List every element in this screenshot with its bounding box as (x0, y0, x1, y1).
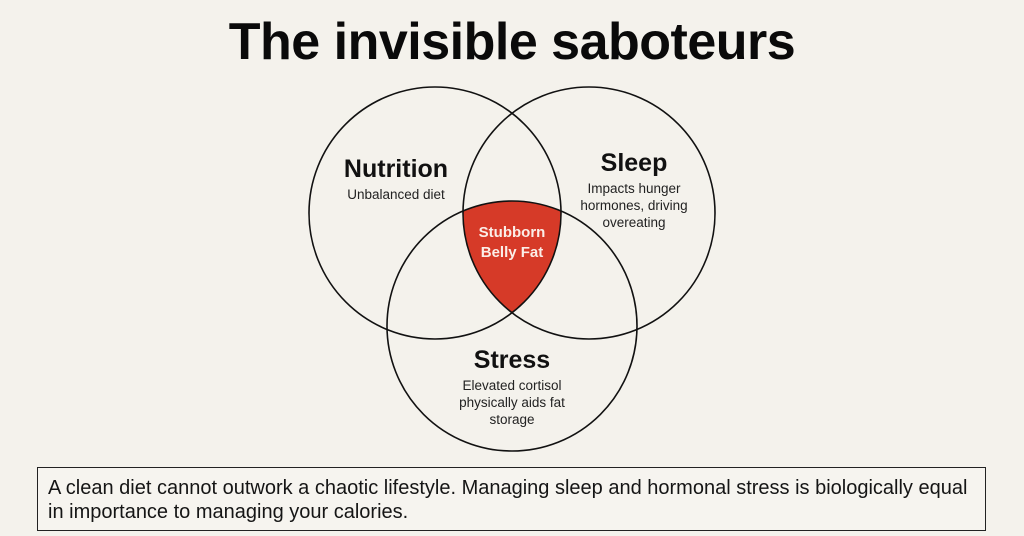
sleep-description-line: Impacts hunger (587, 181, 681, 196)
sleep-description: Impacts hunger hormones, driving overeat… (580, 180, 687, 231)
page-title: The invisible saboteurs (228, 13, 796, 71)
sleep-heading: Sleep (600, 149, 668, 177)
intersection-label-line: Stubborn (478, 224, 546, 241)
sleep-circle (462, 86, 716, 340)
nutrition-label: Nutrition Unbalanced diet (344, 155, 448, 203)
stress-description-line: storage (489, 412, 535, 427)
sleep-description-line: overeating (602, 215, 666, 230)
sleep-description-line: hormones, driving (580, 198, 688, 213)
stress-description-line: Elevated cortisol (462, 378, 562, 393)
nutrition-heading: Nutrition (343, 155, 449, 183)
nutrition-circle (308, 86, 562, 340)
stress-description: Elevated cortisol physically aids fat st… (459, 377, 565, 428)
stress-label: Stress Elevated cortisol physically aids… (459, 346, 565, 428)
intersection-label-line: Belly Fat (480, 244, 544, 261)
stress-heading: Stress (473, 346, 551, 374)
stress-description-line: physically aids fat (459, 395, 565, 410)
intersection-label: Stubborn Belly Fat (462, 223, 562, 263)
caption-box: A clean diet cannot outwork a chaotic li… (37, 467, 986, 531)
nutrition-description: Unbalanced diet (347, 187, 445, 202)
stress-circle (386, 200, 638, 452)
sleep-label: Sleep Impacts hunger hormones, driving o… (580, 149, 687, 231)
